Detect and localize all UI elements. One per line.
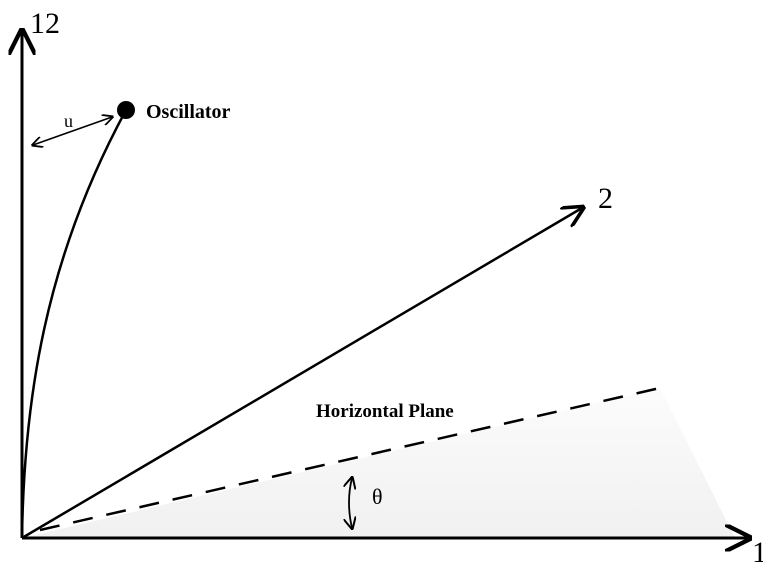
axis-1-label: 1 [752, 536, 763, 566]
angle-theta-arc [349, 478, 352, 528]
angle-theta-label: θ [372, 484, 383, 509]
oscillator-mass [117, 101, 135, 119]
displacement-u-label: u [64, 111, 73, 131]
axis-2-arrow [21, 208, 582, 540]
axis-2-label: 2 [598, 182, 613, 215]
oscillator-label: Oscillator [146, 101, 231, 123]
oscillator-curve [20, 111, 127, 539]
displacement-u-arrow [33, 117, 112, 145]
plane-shading [22, 388, 735, 538]
axis-12-label: 12 [30, 7, 60, 40]
horizontal-plane-line [39, 386, 661, 532]
horizontal-plane-label: Horizontal Plane [316, 401, 454, 422]
